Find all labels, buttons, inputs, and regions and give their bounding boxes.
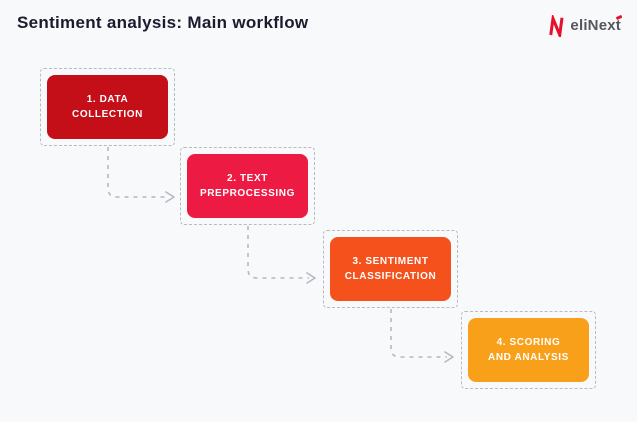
elinext-n-icon [549, 15, 564, 37]
step-box-sentiment-classification: 3. SENTIMENT CLASSIFICATION [330, 237, 451, 301]
step-box-scoring-and-analysis: 4. SCORING AND ANALYSIS [468, 318, 589, 382]
page-title: Sentiment analysis: Main workflow [17, 13, 309, 32]
arrowhead-step3-icon [306, 272, 316, 284]
logo-wordmark: eliNext [570, 14, 623, 35]
step-label-data-collection: 1. DATA COLLECTION [72, 93, 143, 121]
step-label-sentiment-classification: 3. SENTIMENT CLASSIFICATION [344, 255, 437, 283]
step-data-collection: 1. DATA COLLECTION [40, 68, 175, 146]
step-label-scoring-and-analysis: 4. SCORING AND ANALYSIS [488, 336, 569, 364]
step-scoring-and-analysis: 4. SCORING AND ANALYSIS [461, 311, 596, 389]
step-label-text-preprocessing: 2. TEXT PREPROCESSING [199, 172, 296, 200]
connector-step3-step4 [390, 309, 447, 358]
step-box-text-preprocessing: 2. TEXT PREPROCESSING [187, 154, 308, 218]
logo-text: eliNext [570, 17, 621, 34]
step-box-data-collection: 1. DATA COLLECTION [47, 75, 168, 139]
elinext-logo: eliNext [547, 14, 623, 37]
connector-step1-step2 [107, 147, 168, 198]
step-text-preprocessing: 2. TEXT PREPROCESSING [180, 147, 315, 225]
connector-step2-step3 [247, 226, 309, 279]
arrowhead-step2-icon [165, 191, 175, 203]
step-sentiment-classification: 3. SENTIMENT CLASSIFICATION [323, 230, 458, 308]
arrowhead-step4-icon [444, 351, 454, 363]
